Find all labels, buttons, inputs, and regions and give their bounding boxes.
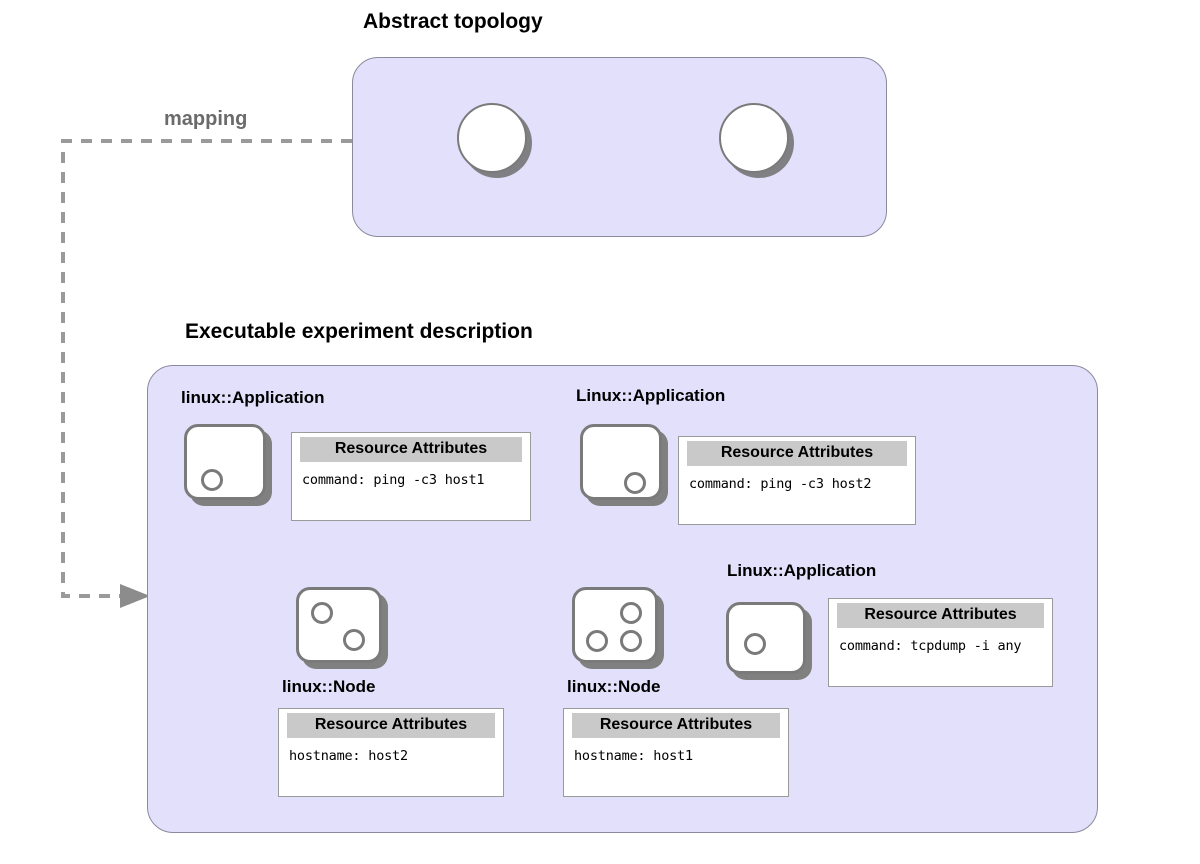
executable-experiment-title: Executable experiment description bbox=[185, 320, 533, 343]
note-node-host1: Resource Attributes hostname: host1 bbox=[563, 708, 789, 797]
type-label-app-tcpdump: Linux::Application bbox=[727, 561, 877, 580]
note-header: Resource Attributes bbox=[287, 713, 495, 738]
port-icon[interactable] bbox=[586, 630, 608, 652]
type-label-node-host1: linux::Node bbox=[567, 677, 661, 696]
port-icon[interactable] bbox=[624, 472, 646, 494]
note-app-ping-host1: Resource Attributes command: ping -c3 ho… bbox=[291, 432, 531, 521]
port-icon[interactable] bbox=[343, 629, 365, 651]
resource-app-ping-host1[interactable] bbox=[184, 424, 266, 500]
topology-node-right[interactable] bbox=[719, 103, 789, 173]
note-header: Resource Attributes bbox=[687, 441, 907, 466]
topology-node-left[interactable] bbox=[457, 103, 527, 173]
type-label-node-host2: linux::Node bbox=[282, 677, 376, 696]
type-label-app-ping-host2: Linux::Application bbox=[576, 386, 726, 405]
note-attribute: hostname: host1 bbox=[574, 748, 693, 764]
port-icon[interactable] bbox=[744, 633, 766, 655]
port-icon[interactable] bbox=[201, 469, 223, 491]
resource-app-tcpdump[interactable] bbox=[726, 602, 806, 674]
note-header: Resource Attributes bbox=[300, 437, 522, 462]
note-attribute: command: tcpdump -i any bbox=[839, 638, 1022, 654]
note-attribute: command: ping -c3 host1 bbox=[302, 472, 485, 488]
abstract-topology-panel bbox=[352, 57, 887, 237]
mapping-arrowhead-icon bbox=[120, 584, 150, 608]
note-app-tcpdump: Resource Attributes command: tcpdump -i … bbox=[828, 598, 1053, 687]
note-attribute: command: ping -c3 host2 bbox=[689, 476, 872, 492]
note-header: Resource Attributes bbox=[837, 603, 1044, 628]
note-app-ping-host2: Resource Attributes command: ping -c3 ho… bbox=[678, 436, 916, 525]
port-icon[interactable] bbox=[620, 630, 642, 652]
mapping-label: mapping bbox=[164, 108, 248, 130]
abstract-topology-title: Abstract topology bbox=[363, 10, 543, 33]
port-icon[interactable] bbox=[620, 602, 642, 624]
port-icon[interactable] bbox=[311, 602, 333, 624]
resource-app-ping-host2[interactable] bbox=[580, 424, 662, 500]
resource-node-host2[interactable] bbox=[296, 587, 382, 663]
note-node-host2: Resource Attributes hostname: host2 bbox=[278, 708, 504, 797]
type-label-app-ping-host1: linux::Application bbox=[181, 388, 325, 407]
note-attribute: hostname: host2 bbox=[289, 748, 408, 764]
note-header: Resource Attributes bbox=[572, 713, 780, 738]
resource-node-host1[interactable] bbox=[572, 587, 658, 663]
